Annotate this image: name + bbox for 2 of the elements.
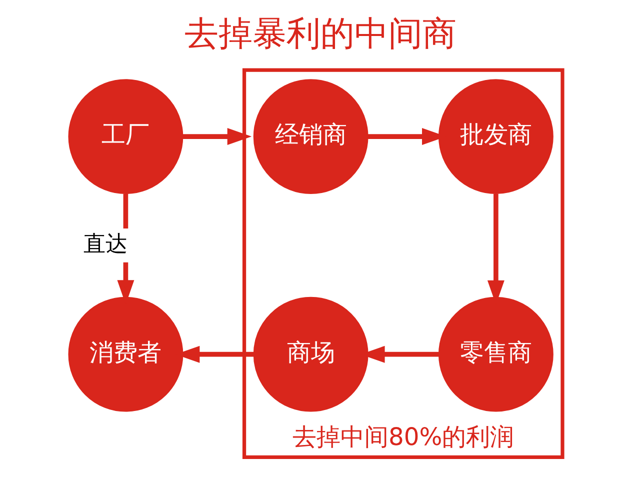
edge-label: 直达 <box>82 232 127 257</box>
diagram-title: 去掉暴利的中间商 <box>184 14 456 54</box>
